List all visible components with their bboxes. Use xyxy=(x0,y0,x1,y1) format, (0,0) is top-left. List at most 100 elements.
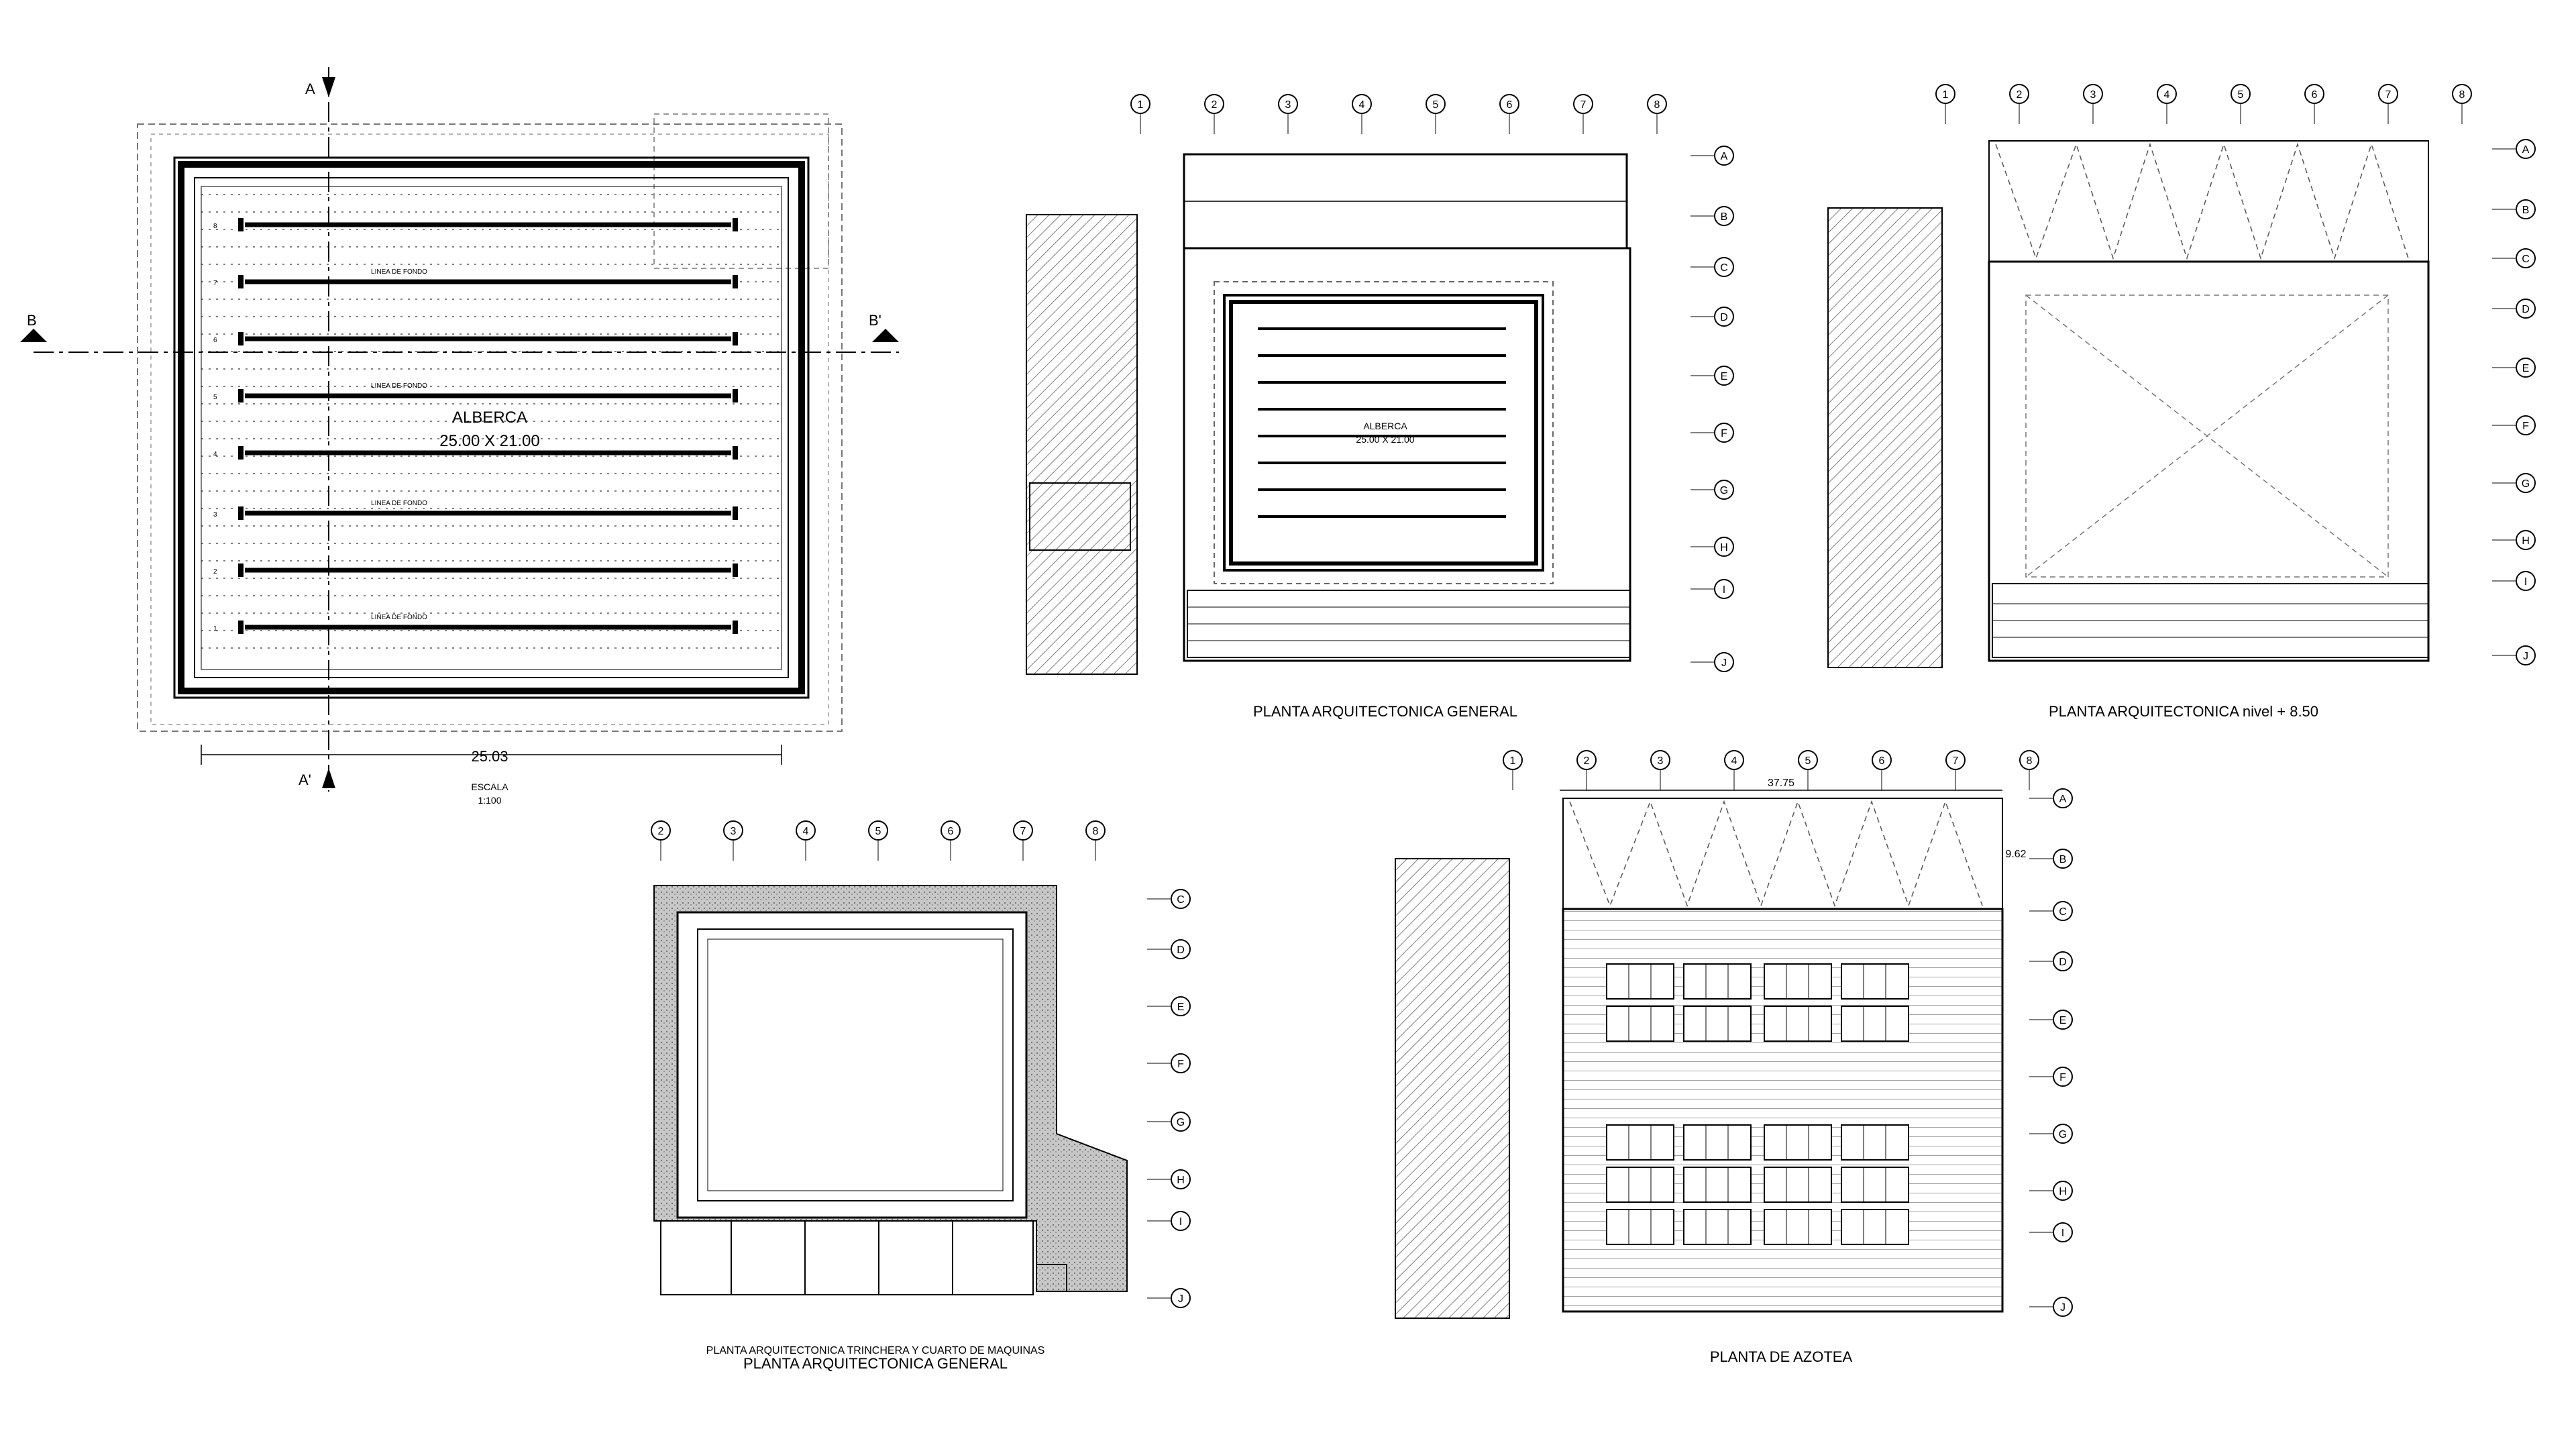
solar-panel xyxy=(1841,1006,1909,1042)
lane-number: 4 xyxy=(213,451,217,458)
axis-label: A xyxy=(1721,151,1728,162)
solar-panel xyxy=(1764,963,1832,1000)
lane-label: LINEA DE FONDO xyxy=(371,382,427,390)
axis-label: 6 xyxy=(2312,89,2318,101)
lane-end xyxy=(733,506,738,520)
axis-label: A xyxy=(2059,794,2067,805)
axis-label: 3 xyxy=(731,826,737,837)
solar-panel xyxy=(1683,1209,1752,1245)
azotea-dim-side: 9.62 xyxy=(2005,849,2026,860)
section-b-left: B xyxy=(27,312,37,329)
axis-label: 8 xyxy=(1654,99,1660,111)
axis-label: C xyxy=(1720,262,1728,274)
axis-label: B xyxy=(1721,211,1728,223)
axis-label: 1 xyxy=(1943,89,1949,101)
axis-label: 3 xyxy=(2090,89,2096,101)
axis-label: D xyxy=(1720,312,1728,323)
axis-label: 1 xyxy=(1138,99,1144,111)
axis-label: 7 xyxy=(1020,826,1026,837)
plan-general-title: PLANTA ARQUITECTONICA GENERAL xyxy=(1253,703,1517,720)
axis-label: 2 xyxy=(1584,755,1590,767)
axis-label: 6 xyxy=(1879,755,1885,767)
axis-label: 4 xyxy=(2164,89,2170,101)
solar-panel xyxy=(1764,1124,1832,1161)
axis-label: E xyxy=(1721,371,1728,382)
pool-name: ALBERCA xyxy=(452,409,527,427)
axis-label: 3 xyxy=(1285,99,1291,111)
axis-label: C xyxy=(2059,906,2067,918)
general-pool-lanes xyxy=(1258,327,1506,518)
plan-azotea-title: PLANTA DE AZOTEA xyxy=(1710,1348,1853,1365)
lane-end xyxy=(238,506,244,520)
axis-label: D xyxy=(2059,957,2067,968)
solar-panel xyxy=(1683,1124,1752,1161)
axis-label: E xyxy=(2059,1015,2067,1026)
lane-number: 7 xyxy=(213,280,217,287)
axis-label: J xyxy=(2060,1302,2065,1313)
solar-panels xyxy=(1606,963,1909,1245)
lane-end xyxy=(733,389,738,402)
lane-number: 6 xyxy=(213,337,217,344)
axis-label: 7 xyxy=(1580,99,1587,111)
axis-label: 3 xyxy=(1658,755,1664,767)
axis-label: J xyxy=(1178,1293,1183,1305)
axis-label: 2 xyxy=(1212,99,1218,111)
axis-label: F xyxy=(2059,1072,2066,1083)
pool-width-dim: 25.03 xyxy=(471,748,508,765)
axis-label: H xyxy=(1720,542,1728,553)
axis-label: 4 xyxy=(1359,99,1365,111)
plan-nivel-title: PLANTA ARQUITECTONICA nivel + 8.50 xyxy=(2049,703,2318,720)
axis-label: F xyxy=(1721,428,1727,439)
lane-end xyxy=(733,446,738,460)
axis-label: J xyxy=(2523,651,2528,662)
axis-label: I xyxy=(1723,584,1725,596)
solar-panel xyxy=(1841,1167,1909,1203)
solar-panel xyxy=(1606,1124,1674,1161)
axis-label: I xyxy=(2061,1228,2064,1239)
axis-label: 8 xyxy=(2027,755,2033,767)
lane-end xyxy=(733,275,738,288)
axis-label: 7 xyxy=(2385,89,2392,101)
axis-label: 8 xyxy=(2459,89,2465,101)
solar-panel xyxy=(1606,1209,1674,1245)
axis-label: 4 xyxy=(1731,755,1737,767)
solar-panel xyxy=(1841,1209,1909,1245)
lane-number: 8 xyxy=(213,223,217,230)
axis-label: H xyxy=(2522,535,2530,547)
plan-trinchera-title-2: PLANTA ARQUITECTONICA GENERAL xyxy=(743,1355,1008,1372)
plan-trinchera-title-1: PLANTA ARQUITECTONICA TRINCHERA Y CUARTO… xyxy=(706,1345,1045,1356)
lane-end xyxy=(238,332,244,345)
solar-panel xyxy=(1764,1167,1832,1203)
axis-label: I xyxy=(1179,1216,1182,1228)
lane-label: LINEA DE FONDO xyxy=(371,500,427,507)
lane-end xyxy=(238,621,244,634)
axis-label: H xyxy=(1177,1175,1185,1186)
axis-label: 5 xyxy=(2238,89,2244,101)
axis-label: G xyxy=(1720,485,1728,496)
lane-end xyxy=(238,218,244,231)
lane-end xyxy=(238,275,244,288)
lane-label: LINEA DE FONDO xyxy=(371,614,427,621)
axis-label: F xyxy=(1177,1059,1184,1070)
solar-panel xyxy=(1841,1124,1909,1161)
section-a-top: A xyxy=(305,80,315,97)
azotea-dim-top: 37.75 xyxy=(1768,777,1794,789)
axis-label: 2 xyxy=(2017,89,2023,101)
solar-panel xyxy=(1683,1167,1752,1203)
pool-dims: 25.00 X 21.00 xyxy=(439,432,539,450)
axis-label: E xyxy=(2522,363,2530,374)
lane-end xyxy=(238,389,244,402)
axis-label: 2 xyxy=(658,826,664,837)
axis-label: E xyxy=(1177,1002,1185,1013)
lane-end xyxy=(238,564,244,577)
solar-panel xyxy=(1683,963,1752,1000)
axis-label: A xyxy=(2522,144,2530,156)
